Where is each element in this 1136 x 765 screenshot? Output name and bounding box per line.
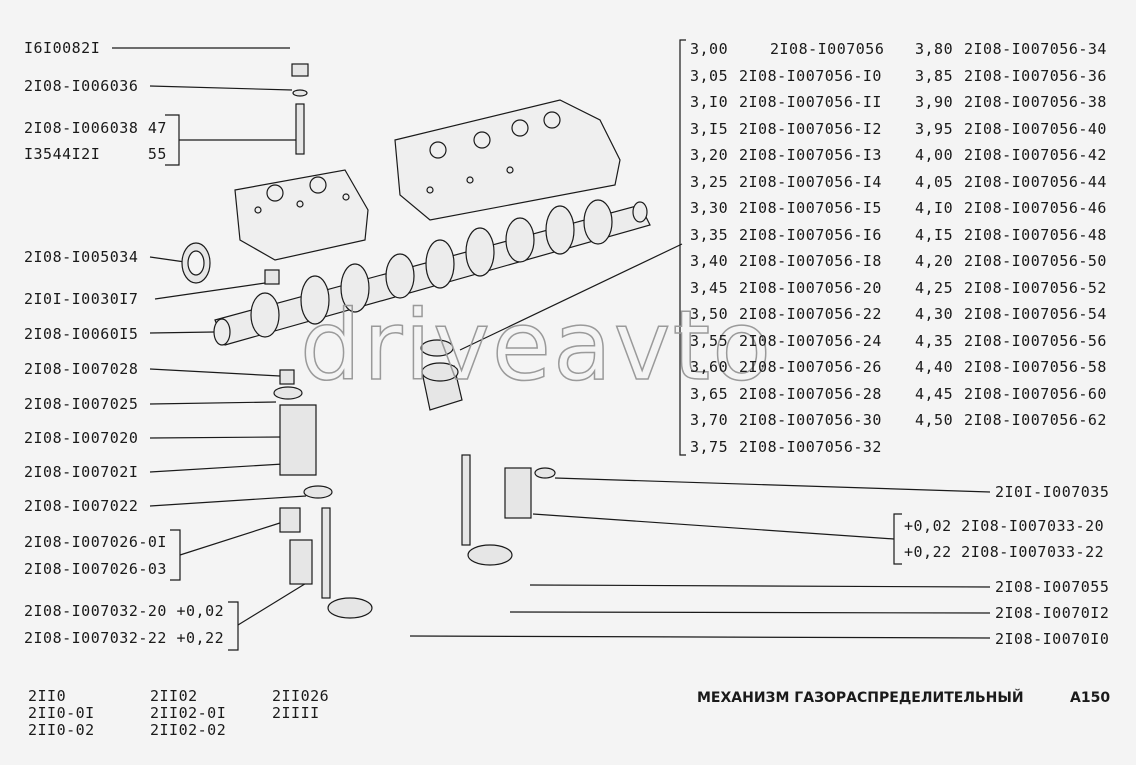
shim-part-number: 2I08-I007056-46 (964, 199, 1107, 217)
shim-size: 3,20 (690, 146, 729, 164)
shim-size: 3,85 (915, 66, 954, 85)
model-code: 2II026 (272, 687, 330, 705)
shim-part-number: 2I08-I007056-26 (739, 358, 882, 376)
part-label: 2I08-I007020 (24, 429, 139, 447)
shim-size: 3,30 (690, 199, 729, 217)
model-code: 2II0-0I (28, 704, 95, 722)
part-label: 2I08-I0070I0 (995, 630, 1110, 648)
part-label: 2I08-I007022 (24, 497, 139, 515)
part-label: 2I0I-I0030I7 (24, 290, 139, 308)
shim-size: 4,05 (915, 172, 954, 191)
shim-size: 4,45 (915, 384, 954, 403)
shim-part-number: 2I08-I007056-44 (964, 172, 1107, 191)
shim-part-number: 2I08-I007056-22 (739, 305, 882, 323)
shim-part-number: 2I08-I007056-32 (739, 437, 882, 456)
part-label: 2I08-I006036 (24, 77, 139, 95)
shim-part-number: 2I08-I007056-40 (964, 119, 1107, 138)
part-label: 2I08-I007026-0I (24, 533, 167, 551)
shim-part-number: 2I08-I007056-56 (964, 331, 1107, 350)
shim-size: 3,I5 (690, 119, 729, 138)
shim-size: 4,25 (915, 278, 954, 297)
shim-part-number: 2I08-I007056-II (739, 93, 882, 111)
shim-part-number: 2I08-I007056-62 (964, 411, 1107, 429)
shim-size: 3,40 (690, 252, 729, 270)
shim-part-number: 2I08-I007056-I0 (739, 66, 882, 85)
part-label: 2I0I-I007035 (995, 483, 1110, 501)
shim-size: 3,45 (690, 278, 729, 297)
shim-size: 3,25 (690, 172, 729, 191)
shim-size: 3,35 (690, 225, 729, 244)
model-code: 2IIII (272, 704, 320, 722)
shim-size: 3,I0 (690, 93, 729, 111)
part-label: 2I08-I006038 47 (24, 119, 167, 137)
shim-size: 4,35 (915, 331, 954, 350)
shim-size: 4,30 (915, 305, 954, 323)
part-label: +0,22 2I08-I007033-22 (904, 543, 1105, 561)
model-code: 2II02-02 (150, 721, 227, 739)
shim-size: 3,05 (690, 66, 729, 85)
shim-part-number: 2I08-I007056-I8 (739, 252, 882, 270)
part-label: 2I08-I007028 (24, 360, 139, 378)
shim-size: 4,I5 (915, 225, 954, 244)
shim-size: 3,80 (915, 40, 954, 58)
shim-part-number: 2I08-I007056-I6 (739, 225, 882, 244)
page-code: A150 (1070, 690, 1111, 706)
shim-part-number: 2I08-I007056-48 (964, 225, 1107, 244)
part-label: 2I08-I005034 (24, 248, 139, 266)
part-label: 2I08-I007026-03 (24, 560, 167, 578)
model-code: 2II02-0I (150, 704, 227, 722)
shim-part-number: 2I08-I007056-28 (739, 384, 882, 403)
shim-size: 3,70 (690, 411, 729, 429)
part-label: +0,02 2I08-I007033-20 (904, 517, 1105, 535)
part-label: 2I08-I007025 (24, 395, 139, 413)
part-label: 2I08-I0060I5 (24, 325, 139, 343)
shim-size: 4,40 (915, 358, 954, 376)
shim-part-number: 2I08-I007056 (770, 40, 885, 58)
part-label: I3544I2I 55 (24, 145, 167, 163)
shim-size: 3,90 (915, 93, 954, 111)
shim-size: 3,00 (690, 40, 729, 58)
part-label: 2I08-I007032-20 +0,02 (24, 602, 225, 620)
shim-part-number: 2I08-I007056-30 (739, 411, 882, 429)
shim-part-number: 2I08-I007056-I2 (739, 119, 882, 138)
shim-part-number: 2I08-I007056-I5 (739, 199, 882, 217)
part-label: 2I08-I0070I2 (995, 604, 1110, 622)
shim-part-number: 2I08-I007056-20 (739, 278, 882, 297)
shim-size: 4,50 (915, 411, 954, 429)
shim-part-number: 2I08-I007056-34 (964, 40, 1107, 58)
shim-size: 3,55 (690, 331, 729, 350)
shim-part-number: 2I08-I007056-I4 (739, 172, 882, 191)
part-label: 2I08-I007055 (995, 578, 1110, 596)
model-code: 2II0 (28, 687, 67, 705)
shim-size: 3,50 (690, 305, 729, 323)
shim-size: 3,65 (690, 384, 729, 403)
shim-part-number: 2I08-I007056-60 (964, 384, 1107, 403)
shim-part-number: 2I08-I007056-I3 (739, 146, 882, 164)
shim-part-number: 2I08-I007056-42 (964, 146, 1107, 164)
shim-size: 4,I0 (915, 199, 954, 217)
shim-size: 3,75 (690, 437, 729, 456)
shim-size: 3,60 (690, 358, 729, 376)
part-label: 2I08-I007032-22 +0,22 (24, 629, 225, 647)
part-label: I6I0082I (24, 39, 101, 57)
model-code: 2II02 (150, 687, 198, 705)
shim-part-number: 2I08-I007056-38 (964, 93, 1107, 111)
part-label: 2I08-I00702I (24, 463, 139, 481)
shim-part-number: 2I08-I007056-50 (964, 252, 1107, 270)
model-code: 2II0-02 (28, 721, 95, 739)
page-title: МЕХАНИЗМ ГАЗОРАСПРЕДЕЛИТЕЛЬНЫЙ (697, 690, 1024, 706)
shim-size: 4,00 (915, 146, 954, 164)
shim-part-number: 2I08-I007056-24 (739, 331, 882, 350)
shim-part-number: 2I08-I007056-54 (964, 305, 1107, 323)
shim-part-number: 2I08-I007056-58 (964, 358, 1107, 376)
shim-size: 4,20 (915, 252, 954, 270)
shim-part-number: 2I08-I007056-36 (964, 66, 1107, 85)
shim-part-number: 2I08-I007056-52 (964, 278, 1107, 297)
shim-size: 3,95 (915, 119, 954, 138)
